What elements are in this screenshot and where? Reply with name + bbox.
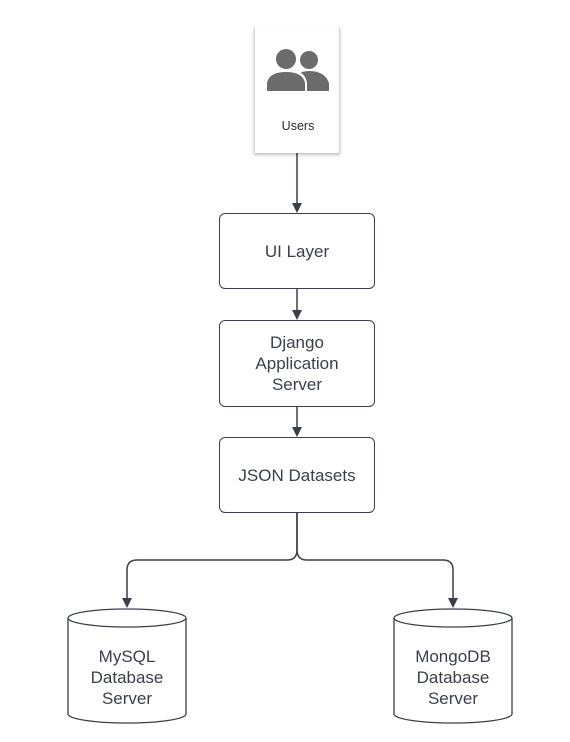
arrow-json-to-mongodb	[296, 513, 458, 608]
mongodb-database-server-label: MongoDB Database Server	[415, 647, 491, 708]
ui-layer-label: UI Layer	[264, 241, 330, 261]
django-application-server-node: Django Application Server	[219, 320, 375, 407]
mysql-database-server-label: MySQL Database Server	[90, 647, 164, 708]
django-label: Django Application Server	[255, 333, 339, 394]
users-label: Users	[281, 119, 315, 133]
arrow-json-to-mysql	[122, 513, 298, 608]
json-datasets-node: JSON Datasets	[219, 437, 375, 513]
mysql-database-cylinder	[67, 608, 187, 724]
users-icon	[265, 49, 329, 91]
json-datasets-label: JSON Datasets	[238, 465, 356, 485]
users-node: Users	[254, 27, 340, 153]
mongodb-database-cylinder	[393, 608, 513, 724]
ui-layer-node: UI Layer	[219, 213, 375, 289]
